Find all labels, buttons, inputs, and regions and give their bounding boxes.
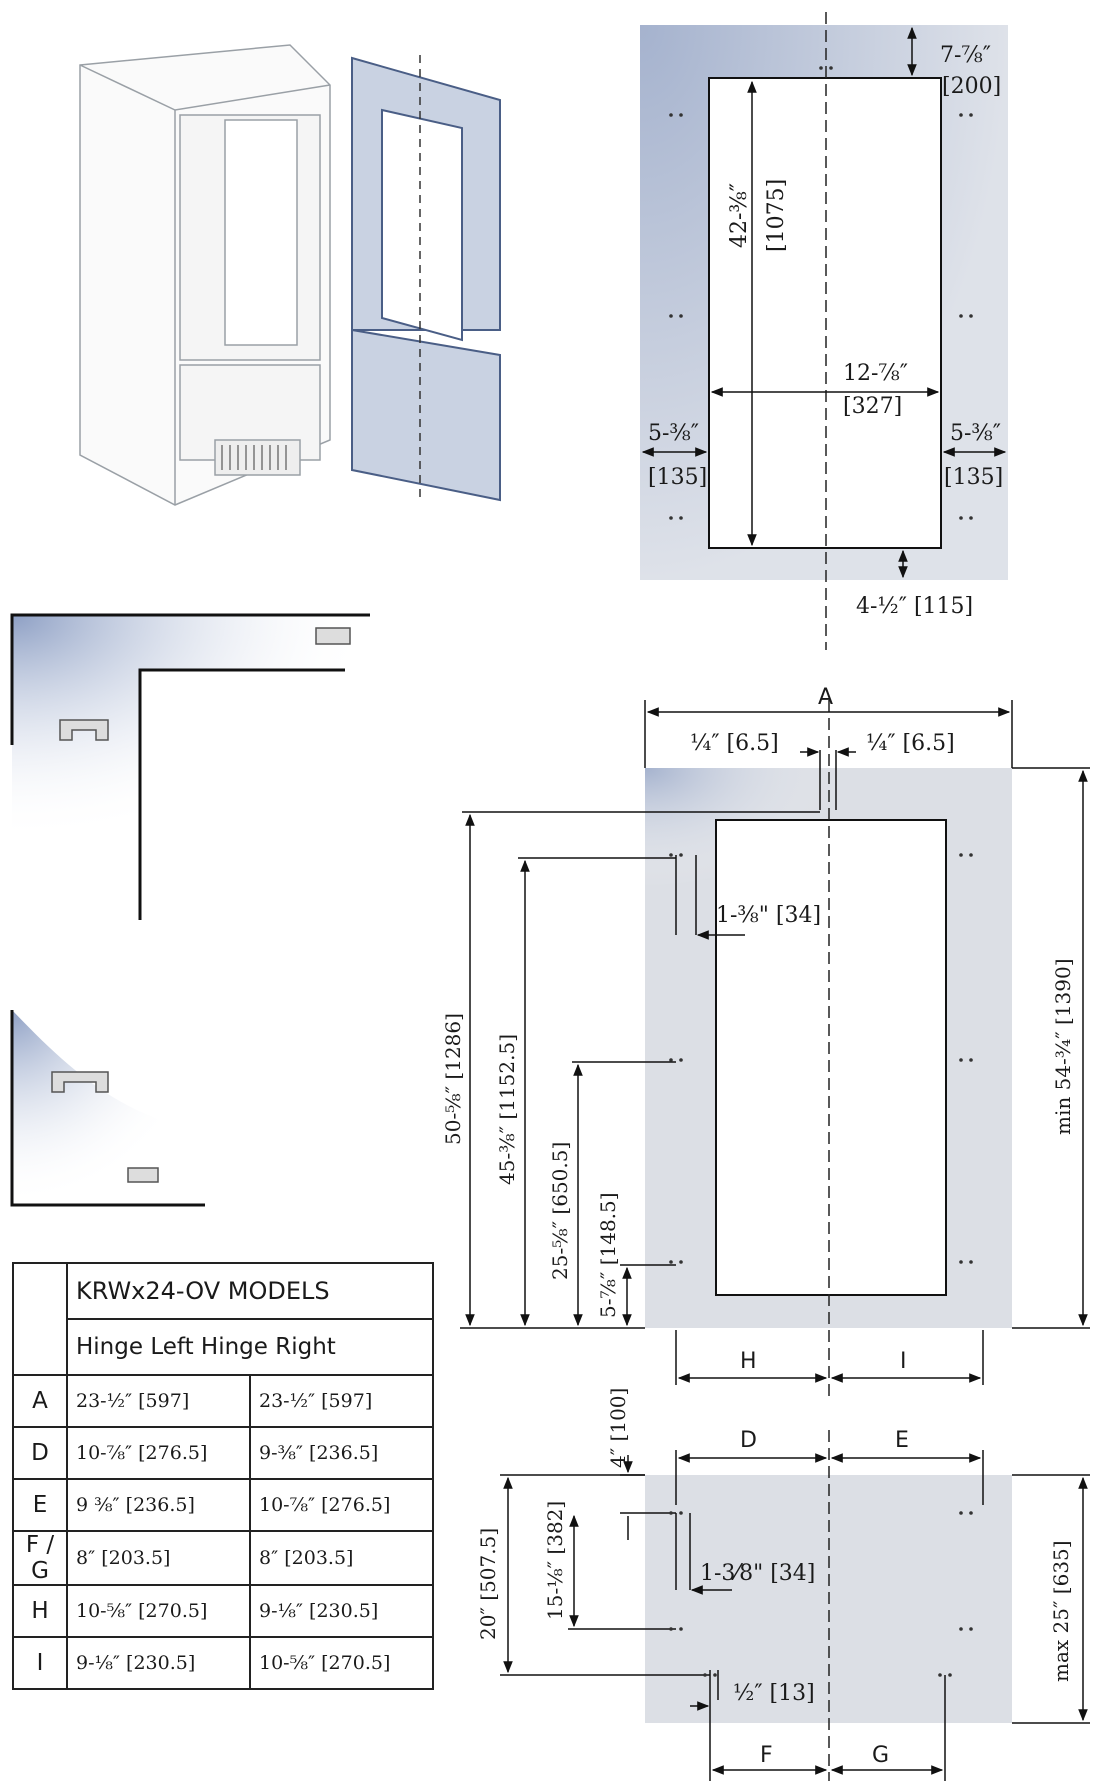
mounting-hole-dot (669, 1058, 673, 1062)
right-border-mm-label: [135] (944, 465, 1003, 490)
mounting-hole-dot (679, 1627, 683, 1631)
mounting-holes (669, 66, 973, 1677)
cutout-height-label: 42-⅜″ (727, 183, 752, 248)
dimension-lines (641, 26, 1007, 579)
refrigerator-illustration (79, 44, 331, 506)
height-1152-label: 45-⅜″ [1152.5] (495, 1034, 519, 1185)
drawer-height-label: 20″ [507.5] (476, 1528, 500, 1640)
dimension-a-label: A (818, 685, 833, 710)
mounting-hole-dot (713, 1673, 717, 1677)
mounting-hole-dot (679, 113, 683, 117)
cutout-width-mm-label: [327] (843, 394, 902, 419)
mounting-hole-dot (669, 1260, 673, 1264)
door-panel-illustration (351, 55, 501, 502)
left-border-label: 5-⅜″ (648, 421, 699, 446)
mounting-hole-dot (969, 1511, 973, 1515)
mounting-hole-dot (829, 66, 833, 70)
mounting-hole-dot (679, 516, 683, 520)
mounting-hole-dot (969, 1627, 973, 1631)
table-title: KRWx24-OV MODELS (66, 1262, 434, 1320)
drawer-offset-label: 1-3⁄8" [34] (700, 1561, 815, 1586)
glass-door-panel-drawing: 7-⅞″ [200] 42-⅜″ [1075] 12-⅞″ [327] 5-⅜″… (640, 12, 1008, 650)
mounting-hole-dot (948, 1673, 952, 1677)
mounting-hole-dot (969, 113, 973, 117)
dimension-e-label: E (895, 1428, 909, 1453)
mounting-hole-dot (669, 113, 673, 117)
min-height-label: min 54-¾″ [1390] (1051, 958, 1075, 1135)
top-gap-label: 7-⅞″ (940, 43, 991, 68)
mounting-hole-dot (959, 1511, 963, 1515)
height-1286-label: 50-⅝″ [1286] (441, 1013, 465, 1145)
mounting-hole-dot (969, 853, 973, 857)
half-inch-label: ½″ [13] (733, 1681, 815, 1706)
mounting-hole-dot (669, 1511, 673, 1515)
right-border-label: 5-⅜″ (950, 421, 1001, 446)
door-dimension-drawing: A ¼″ [6.5] ¼″ [6.5] 1-⅜" [34] min 54-¾″ … (441, 685, 1090, 1400)
mounting-hole-dot (969, 1260, 973, 1264)
height-650-label: 25-⅝″ [650.5] (548, 1142, 572, 1280)
mounting-hole-dot (669, 853, 673, 857)
mounting-hole-dot (679, 1511, 683, 1515)
mounting-hole-dot (938, 1673, 942, 1677)
dimension-h-label: H (740, 1349, 757, 1374)
mounting-hole-dot (959, 113, 963, 117)
hinge-corner-top (10, 613, 370, 920)
dimension-i-label: I (900, 1349, 907, 1374)
drawer-dimension-drawing: D E 4″ [100] 20″ [507.5] 15-⅛″ [382] 1-3… (476, 1388, 1090, 1781)
mounting-hole-dot (959, 1260, 963, 1264)
models-spec-table: KRWx24-OV MODELS Hinge Left Hinge Right … (12, 1262, 434, 1690)
mounting-hole-dot (959, 516, 963, 520)
max-height-label: max 25″ [635] (1049, 1540, 1073, 1682)
top-offset-label: 4″ [100] (606, 1388, 630, 1468)
mounting-hole-dot (969, 1058, 973, 1062)
mounting-hole-dot (669, 1627, 673, 1631)
dimension-f-label: F (760, 1743, 773, 1768)
gap-right-label: ¼″ [6.5] (866, 731, 955, 756)
table-subheader: Hinge Left Hinge Right (66, 1318, 434, 1376)
height-148-label: 5-⅞″ [148.5] (596, 1192, 620, 1318)
hinge-offset-label: 1-⅜" [34] (716, 903, 821, 928)
cutout-height-mm-label: [1075] (764, 179, 789, 252)
left-border-mm-label: [135] (648, 465, 707, 490)
mounting-hole-dot (959, 314, 963, 318)
mounting-hole-dot (959, 1058, 963, 1062)
drawer-inner-label: 15-⅛″ [382] (543, 1501, 567, 1620)
hinge-corner-bottom (10, 1010, 205, 1207)
mounting-hole-dot (679, 314, 683, 318)
mounting-hole-dot (969, 516, 973, 520)
top-gap-mm-label: [200] (942, 74, 1001, 99)
cutout-width-label: 12-⅞″ (843, 361, 908, 386)
mounting-hole-dot (703, 1673, 707, 1677)
mounting-hole-dot (669, 314, 673, 318)
mounting-hole-dot (959, 1627, 963, 1631)
mounting-hole-dot (669, 516, 673, 520)
gap-left-label: ¼″ [6.5] (690, 731, 779, 756)
table-corner-cell (12, 1262, 68, 1376)
mounting-hole-dot (679, 1058, 683, 1062)
mounting-hole-dot (959, 853, 963, 857)
mounting-hole-dot (819, 66, 823, 70)
mounting-hole-dot (679, 853, 683, 857)
dimension-d-label: D (740, 1428, 757, 1453)
dimension-g-label: G (872, 1743, 889, 1768)
mounting-hole-dot (679, 1260, 683, 1264)
bottom-border-label: 4-½″ [115] (856, 594, 973, 619)
mounting-hole-dot (969, 314, 973, 318)
